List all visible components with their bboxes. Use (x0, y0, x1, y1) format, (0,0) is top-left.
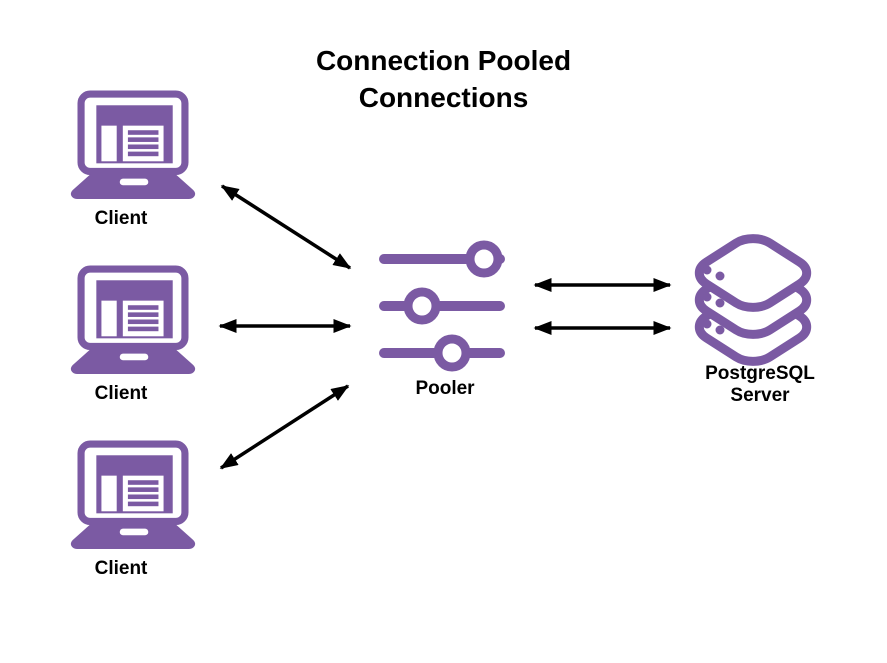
client-label-2: Client (94, 383, 148, 404)
server-node: PostgreSQL Server (688, 225, 818, 406)
client-label-3: Client (94, 558, 148, 579)
pooler-node: Pooler (378, 238, 506, 399)
laptop-icon (70, 440, 196, 549)
arrow-client1-pooler (220, 184, 352, 270)
title-line-2: Connections (358, 82, 529, 113)
arrow-client3-pooler (219, 384, 350, 470)
sliders-icon (379, 240, 505, 372)
diagram-title: Connection Pooled Connections (0, 42, 887, 116)
laptop-icon (70, 90, 196, 199)
laptop-icon (70, 265, 196, 374)
client-node-2: Client (66, 265, 200, 404)
server-stack-icon (688, 225, 818, 377)
server-label-line-1: PostgreSQL (705, 363, 815, 384)
server-label-line-2: Server (730, 385, 790, 406)
client-node-3: Client (66, 440, 200, 579)
pooler-label: Pooler (415, 378, 475, 399)
client-label-1: Client (94, 208, 148, 229)
client-node-1: Client (66, 90, 200, 229)
server-label: PostgreSQL Server (690, 363, 830, 407)
title-line-1: Connection Pooled (315, 45, 572, 76)
